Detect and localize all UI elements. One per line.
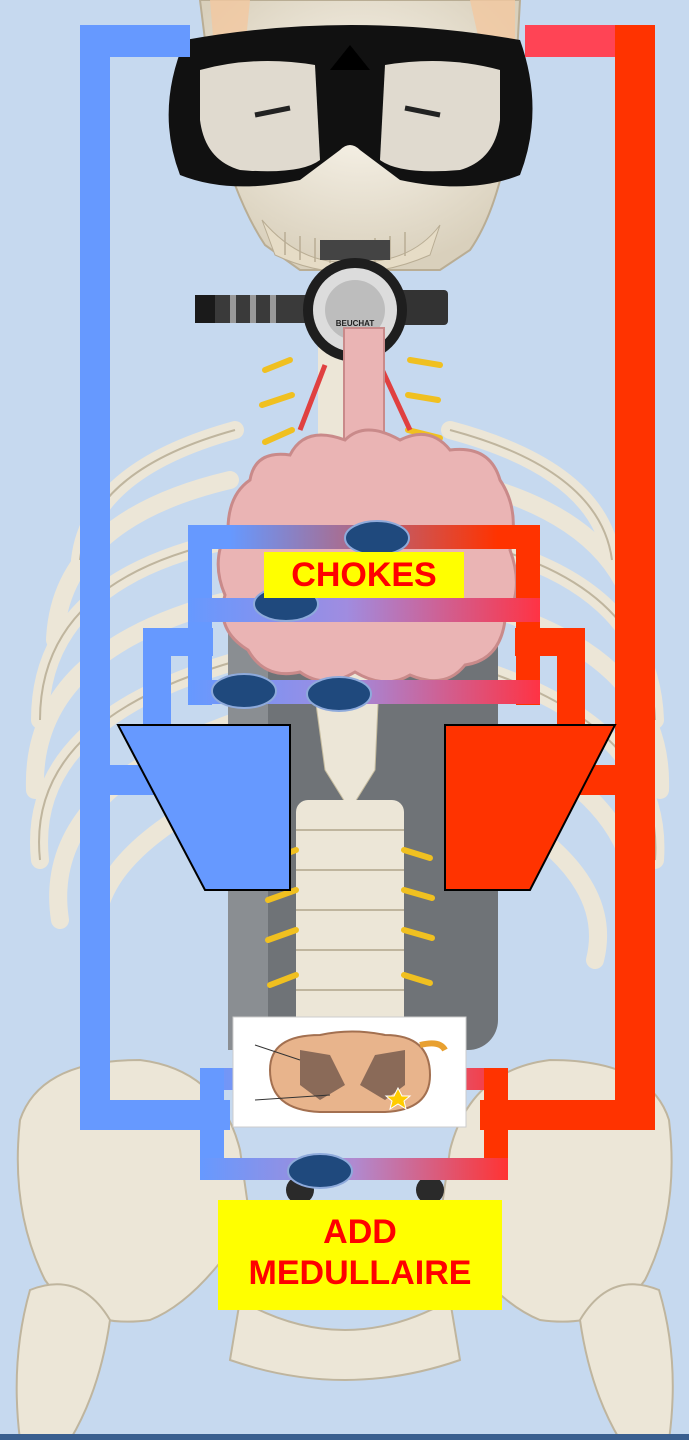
add-label-line2: MEDULLAIRE — [218, 1253, 502, 1294]
gas-bubble-icon — [307, 677, 371, 711]
spinal-cord-section-icon — [233, 1017, 466, 1127]
right-heart-chamber — [118, 725, 290, 890]
add-label-line1: ADD — [218, 1212, 502, 1253]
add-medullaire-label: ADD MEDULLAIRE — [218, 1200, 502, 1310]
lungs-icon — [218, 328, 516, 682]
bottom-border — [0, 1434, 689, 1440]
chokes-label: CHOKES — [264, 552, 464, 598]
gas-bubble-icon — [212, 674, 276, 708]
gas-bubble-icon — [288, 1154, 352, 1188]
regulator-brand-text: BEUCHAT — [336, 319, 375, 328]
gas-bubble-icon — [345, 521, 409, 555]
